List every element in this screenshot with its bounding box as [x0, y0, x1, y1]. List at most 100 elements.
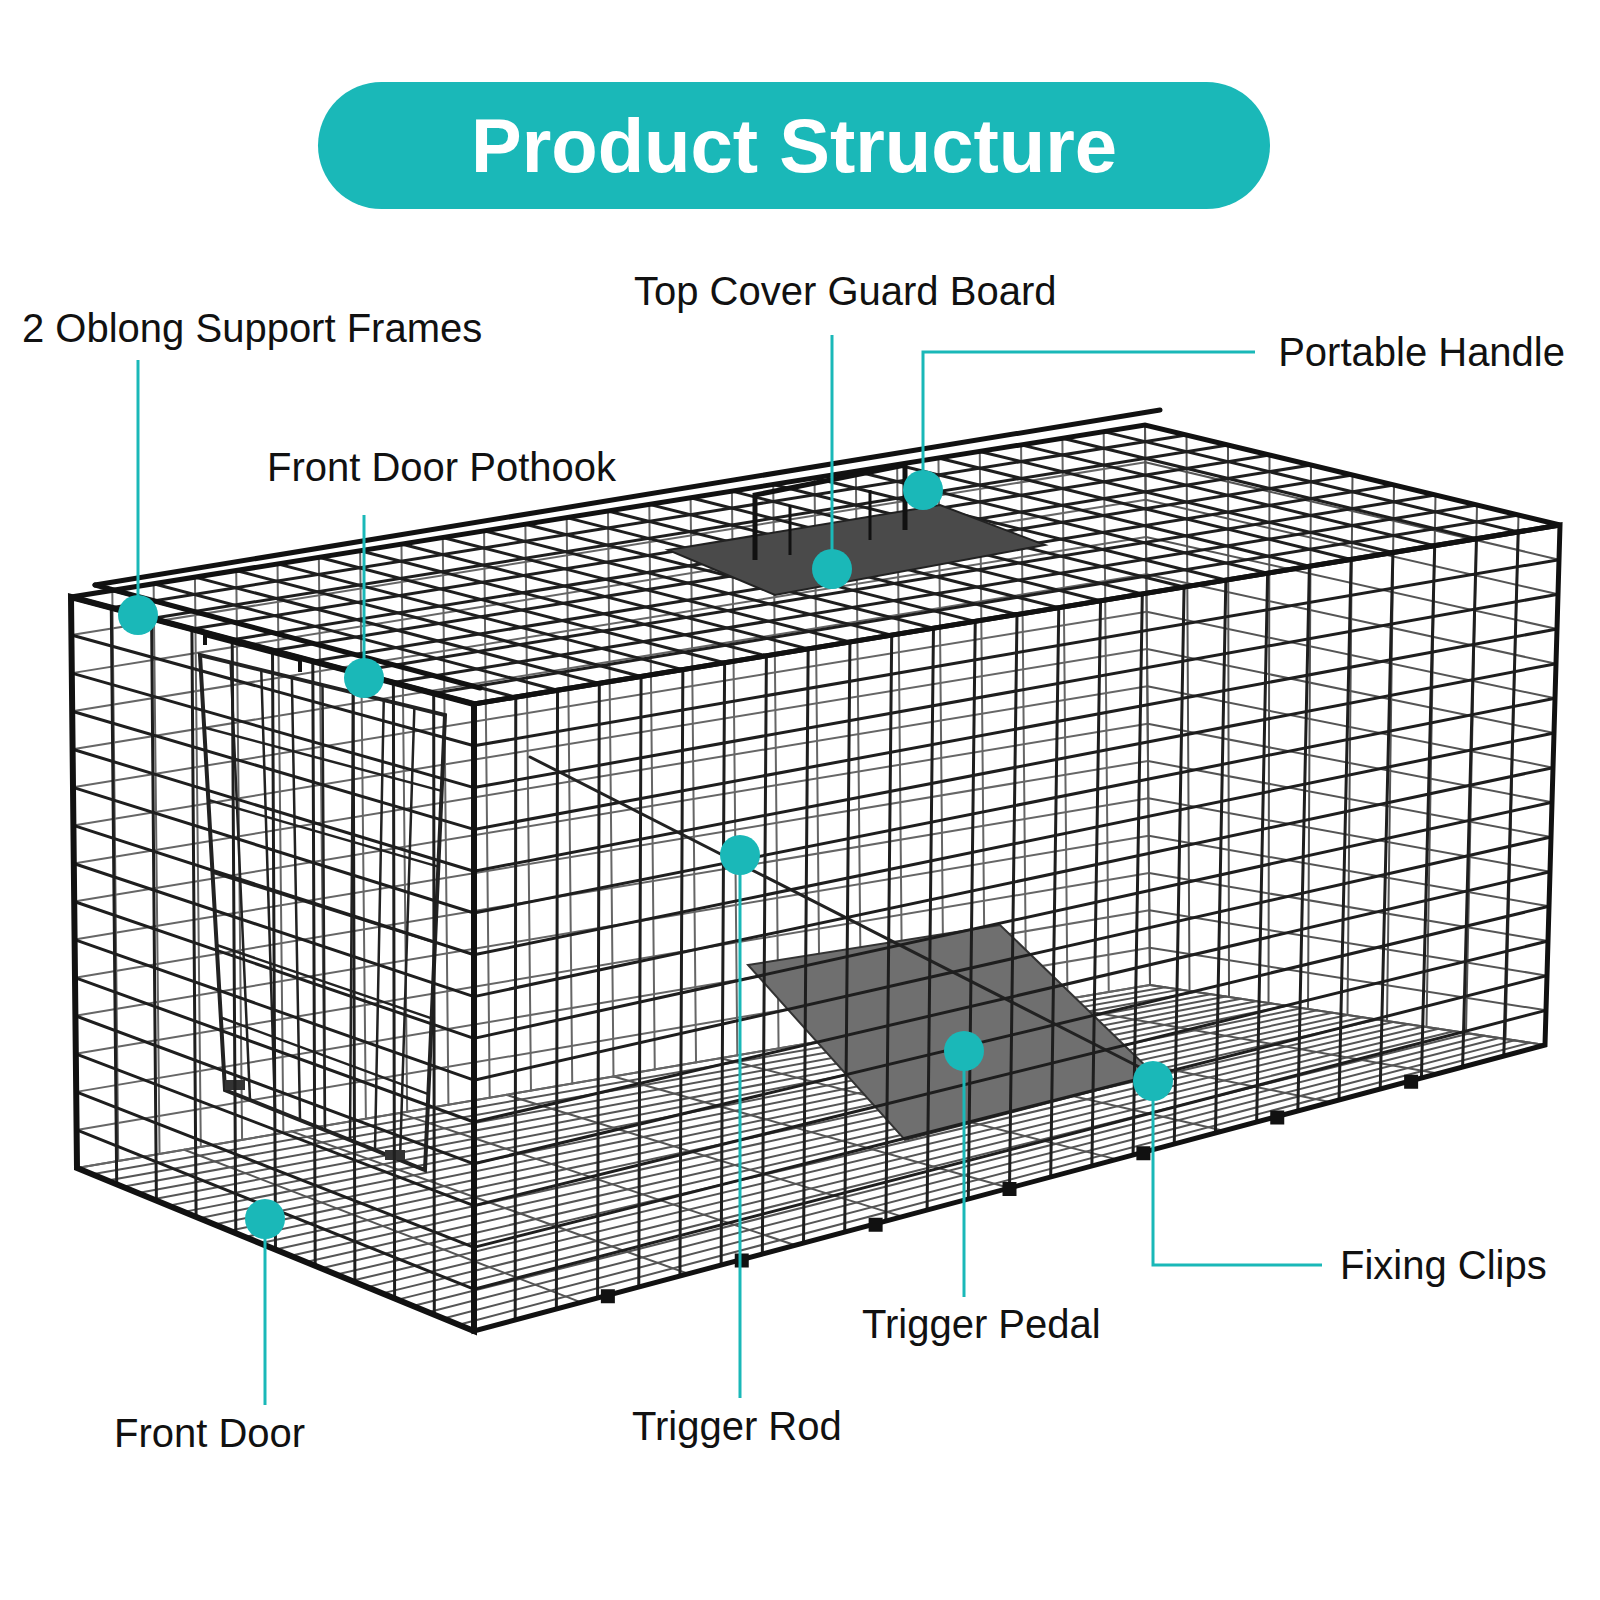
- part-label: Trigger Pedal: [862, 1301, 1101, 1347]
- leader-line: [739, 855, 742, 1398]
- wire: [598, 683, 600, 1298]
- part-label: Front Door: [114, 1410, 305, 1456]
- wire: [73, 787, 474, 913]
- part-label: Front Door Pothook: [267, 444, 616, 490]
- wire: [474, 768, 1553, 997]
- wire: [474, 941, 1548, 1206]
- wire: [111, 435, 1186, 608]
- wire: [1150, 985, 1545, 1045]
- wire: [1147, 649, 1554, 733]
- trigger-rod: [530, 757, 1155, 1075]
- wire: [1010, 615, 1018, 1189]
- part-label: Trigger Rod: [632, 1403, 842, 1449]
- wire: [74, 863, 474, 996]
- wire: [1421, 546, 1434, 1078]
- leader-line: [923, 352, 1255, 490]
- front-frame: [71, 597, 474, 1331]
- fixing-clip: [1003, 1182, 1017, 1196]
- title-pill: Product Structure: [318, 82, 1270, 209]
- wire: [353, 495, 1435, 672]
- wire: [1380, 553, 1393, 1089]
- side-frame: [474, 525, 1560, 1331]
- wire: [649, 504, 1058, 607]
- wire: [845, 642, 850, 1232]
- wire: [1257, 573, 1268, 1122]
- leader-line: [137, 360, 140, 615]
- wire: [927, 628, 933, 1210]
- wire: [1463, 539, 1477, 1067]
- wire: [111, 608, 116, 1185]
- wire: [556, 690, 557, 1309]
- wire: [474, 802, 1552, 1038]
- wire: [232, 640, 236, 1233]
- wire: [1298, 566, 1310, 1111]
- front-door-frame: [200, 655, 445, 1170]
- wire: [474, 837, 1551, 1080]
- leader-line: [831, 335, 834, 569]
- part-label: Portable Handle: [1278, 329, 1565, 375]
- wire: [192, 629, 196, 1217]
- wire: [184, 1150, 581, 1303]
- oblong-support-frame: [95, 410, 1160, 585]
- front-door-pothook: [205, 635, 300, 672]
- wire: [73, 825, 474, 954]
- wire: [152, 445, 1228, 618]
- title: Product Structure: [471, 102, 1117, 189]
- part-label: Fixing Clips: [1340, 1242, 1547, 1288]
- callout-dot: [118, 595, 158, 635]
- wire: [506, 1095, 902, 1217]
- fixing-clips: [601, 1075, 1418, 1304]
- leader-line: [363, 515, 366, 678]
- wire: [313, 485, 1394, 661]
- fixing-clip: [1270, 1111, 1284, 1125]
- wire: [76, 1054, 474, 1206]
- wire: [273, 475, 1353, 651]
- wire: [75, 940, 474, 1081]
- wire: [1092, 601, 1101, 1166]
- callout-dot: [344, 658, 384, 698]
- callout-dot: [903, 470, 943, 510]
- wire: [313, 661, 315, 1266]
- wire: [1339, 559, 1351, 1100]
- wire: [1148, 761, 1551, 837]
- wire: [75, 1016, 474, 1164]
- wire: [1148, 798, 1550, 871]
- wire: [152, 618, 157, 1200]
- part-label: 2 Oblong Support Frames: [22, 305, 482, 351]
- callout-dot: [944, 1031, 984, 1071]
- wire: [886, 635, 892, 1221]
- wire: [1215, 580, 1225, 1133]
- callout-dot: [245, 1199, 285, 1239]
- wire: [474, 1010, 1546, 1289]
- wire: [432, 693, 436, 1314]
- wire: [968, 621, 975, 1199]
- wire: [393, 683, 394, 1299]
- callout-dot: [812, 549, 852, 589]
- wire: [1148, 724, 1552, 803]
- oblong-support-frame: [95, 585, 480, 688]
- wire: [474, 976, 1547, 1248]
- wire: [75, 978, 474, 1122]
- front-door-mesh: [204, 663, 441, 1161]
- wire: [273, 651, 276, 1250]
- fixing-clip: [601, 1289, 615, 1303]
- leader-line: [264, 1219, 267, 1405]
- wire: [353, 672, 355, 1282]
- fixing-clip: [1404, 1075, 1418, 1089]
- wire: [680, 670, 683, 1276]
- wire: [76, 1092, 474, 1248]
- fixing-clip: [869, 1218, 883, 1232]
- portable-handle: [790, 490, 870, 555]
- wire: [73, 749, 474, 871]
- top-cover-guard-board: [668, 505, 1045, 595]
- wire: [1269, 455, 1270, 1003]
- wire: [1504, 532, 1518, 1056]
- wire: [639, 676, 641, 1287]
- wire: [474, 906, 1549, 1163]
- wire: [77, 1130, 474, 1289]
- wire: [393, 505, 1477, 683]
- callout-dot: [720, 835, 760, 875]
- wire: [1174, 587, 1184, 1144]
